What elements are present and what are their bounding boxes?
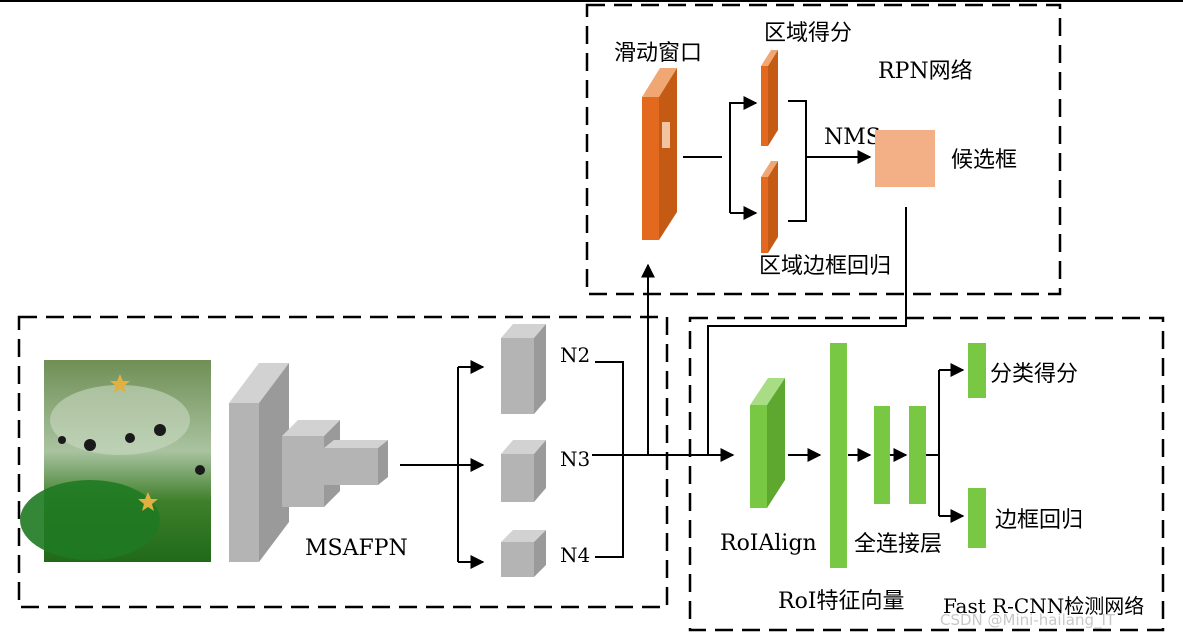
bbox-regression-bar: [968, 488, 986, 548]
region-bbox-label: 区域边框回归: [759, 254, 891, 279]
level-n4-label: N4: [560, 543, 590, 567]
level-n2-label: N2: [560, 343, 590, 367]
level-n4-block: [501, 530, 546, 577]
roialign-label: RoIAlign: [720, 531, 817, 556]
fc-layer-2: [909, 406, 926, 504]
rpn-title: RPN网络: [878, 59, 973, 84]
region-bbox-block: [761, 161, 778, 253]
sliding-window-label: 滑动窗口: [614, 41, 702, 66]
input-image: [20, 360, 211, 562]
fc-layers-label: 全连接层: [854, 532, 942, 557]
starfish-icon: [138, 492, 158, 511]
proposals-box: [875, 130, 935, 187]
bbox-regression-label: 边框回归: [995, 508, 1083, 533]
detector-title: Fast R-CNN检测网络: [943, 594, 1144, 618]
cls-score-bar: [968, 343, 986, 398]
proposals-route-line: [707, 207, 907, 455]
backbone-label: MSAFPN: [305, 536, 408, 561]
nms-label: NMS: [824, 125, 881, 150]
roialign-block: [750, 378, 785, 508]
roi-feature-label: RoI特征向量: [778, 589, 905, 614]
roi-feature-bar: [830, 343, 847, 568]
rpn-merge-bracket: [788, 100, 807, 222]
region-score-label: 区域得分: [764, 21, 852, 46]
level-merge-bracket: [595, 361, 624, 558]
level-n2-block: [501, 324, 546, 414]
sliding-window-block: [642, 68, 677, 240]
starfish-icon: [110, 374, 130, 393]
backbone-block-1: [229, 363, 289, 562]
region-score-block: [761, 50, 778, 146]
backbone-block-3: [324, 440, 388, 485]
rpn-region: [585, 3, 1062, 296]
level-n3-block: [501, 440, 546, 502]
rpn-split-bracket: [729, 102, 748, 213]
proposals-label: 候选框: [951, 148, 1017, 173]
backbone-region: [17, 315, 669, 609]
fc-layer-1: [874, 406, 890, 504]
detector-region: [688, 316, 1165, 632]
watermark: CSDN @Mini-hailang_IT: [940, 611, 1116, 630]
cls-score-label: 分类得分: [990, 362, 1078, 387]
level-n3-label: N3: [560, 447, 590, 471]
